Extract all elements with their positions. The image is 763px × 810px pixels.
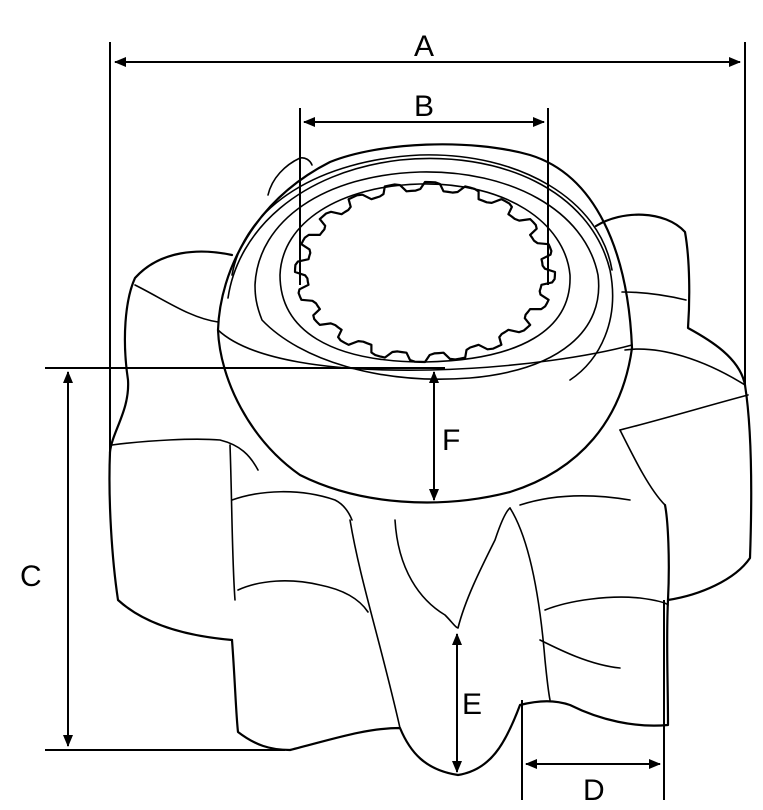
- dimensions: [45, 42, 746, 800]
- gear-body: [108, 213, 753, 777]
- bore-rim: [279, 183, 571, 363]
- collar-ring-1: [227, 157, 614, 381]
- label-a: A: [414, 30, 434, 63]
- collar-outer-top: [216, 143, 634, 350]
- gear-tooth-left-side: [229, 444, 236, 601]
- gear-tooth-back-left: [108, 250, 234, 454]
- gear-tooth-back-left-edge: [134, 284, 219, 323]
- hub-collar: [216, 143, 634, 504]
- gear-tooth-front-center-left: [349, 519, 401, 729]
- gear-tooth-back-right-edge: [621, 291, 687, 301]
- gear-tooth-right-top: [619, 394, 749, 431]
- splined-bore: [279, 180, 571, 364]
- gear-tooth-back-right: [594, 213, 747, 387]
- gear-tooth-front-center-right: [509, 507, 551, 701]
- gear-lower-silhouette: [230, 503, 670, 777]
- label-b: B: [414, 90, 434, 123]
- gear-tooth-front-center: [394, 507, 511, 629]
- label-e: E: [462, 688, 482, 721]
- collar-band: [217, 329, 633, 372]
- label-f: F: [442, 424, 460, 457]
- gear-tooth-front-left-face: [237, 580, 369, 613]
- label-c: C: [20, 560, 42, 593]
- collar-outer-bottom: [216, 328, 634, 504]
- gear-tooth-front-right: [519, 494, 631, 506]
- label-d: D: [583, 774, 605, 807]
- gear-tooth-right-inner: [619, 429, 666, 506]
- gear-tooth-front-left: [231, 490, 353, 521]
- collar-inner-lip: [254, 171, 600, 380]
- gear-tooth-front-right-lower: [539, 639, 621, 669]
- gear-tooth-left: [108, 450, 234, 642]
- collar-ring-2: [231, 154, 613, 276]
- gear-tooth-right: [666, 383, 753, 602]
- dimension-labels: A B C D E F: [20, 30, 605, 807]
- gear-tooth-left-top: [111, 438, 259, 471]
- bore-spline-teeth: [293, 180, 557, 364]
- gear-tooth-back-right-face: [624, 348, 746, 386]
- gear-tooth-front-right-face: [544, 596, 669, 611]
